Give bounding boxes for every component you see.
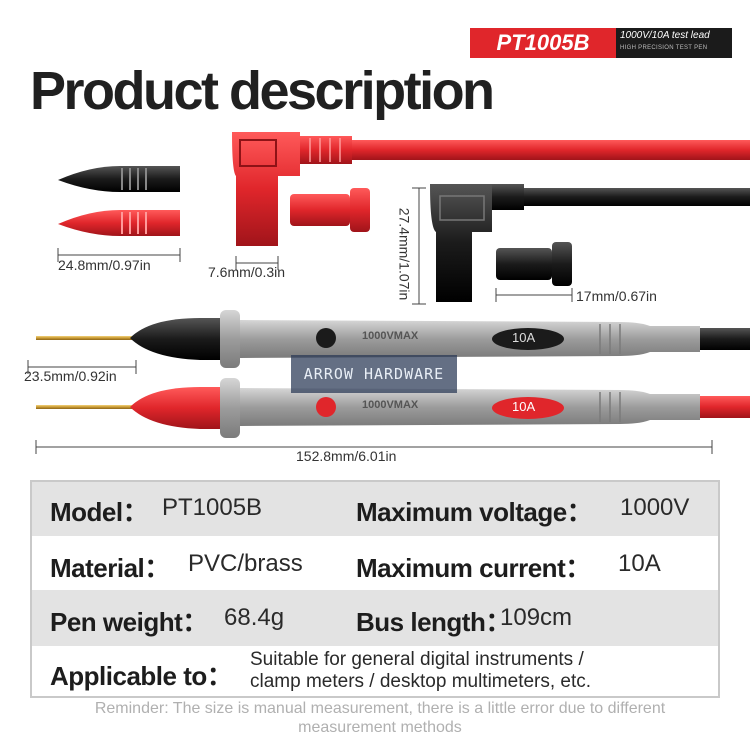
watermark: ARROW HARDWARE	[291, 355, 457, 393]
black-test-probe	[36, 310, 750, 368]
badge-spec-line2: HIGH PRECISION TEST PEN	[620, 45, 708, 51]
dim-plug-width: 7.6mm/0.3in	[208, 264, 286, 280]
red-tip-cover	[58, 210, 180, 236]
black-probe-current: 10A	[512, 330, 536, 345]
dim-tip-cover: 24.8mm/0.97in	[58, 257, 151, 273]
black-tip-cover	[58, 166, 180, 192]
dim-needle-length: 23.5mm/0.92in	[24, 368, 117, 384]
applicable-label: Applicable to：	[50, 661, 233, 691]
red-plug-cap	[290, 188, 370, 232]
bus-length-value: 109cm	[500, 604, 573, 631]
red-probe-rating: 1000VMAX	[362, 399, 419, 411]
dim-plug-height: 27.4mm/1.07in	[396, 207, 413, 301]
badge-model: PT1005B	[470, 28, 616, 58]
spec-row-material: Material： PVC/brass Maximum current： 10A	[32, 536, 718, 590]
page-title: Product description	[30, 61, 495, 121]
reminder-line1: Reminder: The size is manual measurement…	[94, 700, 666, 717]
spec-row-applicable: Applicable to： Suitable for general digi…	[32, 646, 718, 696]
pen-weight-value: 68.4g	[224, 604, 285, 631]
max-current-label: Maximum current：	[356, 553, 591, 583]
model-label: Model：	[50, 497, 149, 527]
reminder-line2: measurement methods	[298, 719, 462, 736]
dim-cap-width: 17mm/0.67in	[576, 288, 657, 304]
max-current-value: 10A	[618, 550, 661, 577]
black-probe-rating: 1000VMAX	[362, 330, 419, 342]
red-banana-plug	[232, 132, 750, 246]
spec-row-model: Model： PT1005B Maximum voltage： 1000V	[32, 482, 718, 536]
max-voltage-label: Maximum voltage：	[356, 497, 593, 527]
badge-spec-line1: 1000V/10A test lead	[620, 30, 710, 41]
black-plug-cap	[496, 242, 572, 286]
applicable-line2: clamp meters / desktop multimeters, etc.	[250, 671, 592, 692]
black-banana-plug	[430, 184, 750, 302]
red-test-probe	[36, 378, 750, 438]
reminder-note: Reminder: The size is manual measurement…	[30, 699, 730, 737]
applicable-line1: Suitable for general digital instruments…	[250, 649, 584, 670]
bus-length-label: Bus length：	[356, 607, 511, 637]
product-illustration	[27, 132, 750, 454]
model-badge: PT1005B 1000V/10A test lead HIGH PRECISI…	[470, 28, 732, 58]
dim-total-length: 152.8mm/6.01in	[296, 448, 397, 464]
spec-table: Model： PT1005B Maximum voltage： 1000V Ma…	[30, 480, 720, 698]
red-probe-current: 10A	[512, 399, 536, 414]
material-value: PVC/brass	[188, 550, 303, 577]
model-value: PT1005B	[162, 494, 263, 521]
max-voltage-value: 1000V	[620, 494, 690, 521]
pen-weight-label: Pen weight：	[50, 607, 208, 637]
material-label: Material：	[50, 553, 170, 583]
badge-spec-box: 1000V/10A test lead HIGH PRECISION TEST …	[616, 28, 732, 58]
spec-row-weight: Pen weight： 68.4g Bus length： 109cm	[32, 590, 718, 646]
